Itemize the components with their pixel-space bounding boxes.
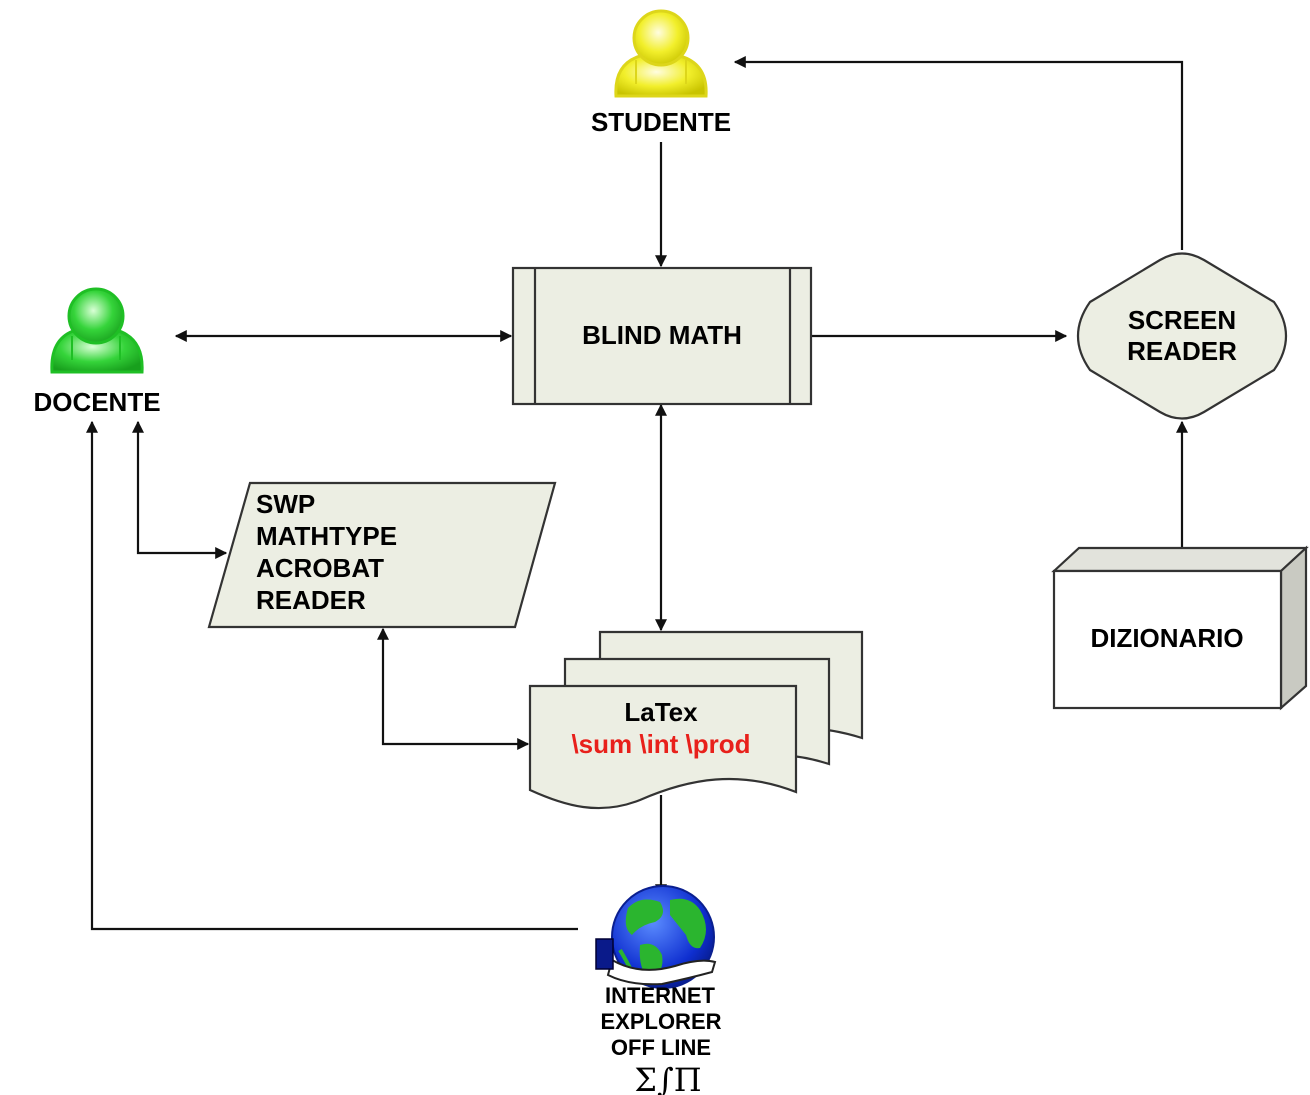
dizionario-label: DIZIONARIO xyxy=(1090,623,1243,653)
latex-title: LaTex xyxy=(624,697,698,727)
latex-commands: \sum \int \prod xyxy=(571,729,750,759)
screen-reader-node: SCREEN READER xyxy=(1077,252,1287,420)
internet-label-line3: OFF LINE xyxy=(611,1035,711,1060)
studente-node: STUDENTE xyxy=(591,9,731,137)
math-symbols: Σ∫Π xyxy=(634,1061,701,1095)
internet-label-line2: EXPLORER xyxy=(600,1009,721,1034)
latex-node: LaTex \sum \int \prod xyxy=(528,630,864,810)
editors-label-line4: READER xyxy=(256,585,366,615)
screen-reader-label-line2: READER xyxy=(1127,336,1237,366)
arrow-screenreader-to-studente xyxy=(733,56,1184,250)
studente-label: STUDENTE xyxy=(591,107,731,137)
editors-label-line1: SWP xyxy=(256,489,315,519)
editors-label-line2: MATHTYPE xyxy=(256,521,397,551)
blind-math-node: BLIND MATH xyxy=(511,266,813,406)
user-icon xyxy=(50,287,144,374)
editors-node: SWP MATHTYPE ACROBAT READER xyxy=(207,481,557,629)
globe-icon xyxy=(595,885,717,989)
arrow-docente-editors xyxy=(132,420,228,559)
internet-node: INTERNET EXPLORER OFF LINE Σ∫Π xyxy=(595,885,722,1095)
arrow-internet-to-docente xyxy=(86,420,578,931)
docente-node: DOCENTE xyxy=(33,287,161,417)
screen-reader-label-line1: SCREEN xyxy=(1128,305,1236,335)
user-icon xyxy=(614,9,708,98)
connectors xyxy=(86,56,1188,931)
blind-math-label: BLIND MATH xyxy=(582,320,742,350)
docente-label: DOCENTE xyxy=(33,387,160,417)
arrow-editors-latex xyxy=(377,627,530,750)
internet-label-line1: INTERNET xyxy=(605,983,716,1008)
editors-label-line3: ACROBAT xyxy=(256,553,384,583)
dizionario-node: DIZIONARIO xyxy=(1051,545,1309,711)
